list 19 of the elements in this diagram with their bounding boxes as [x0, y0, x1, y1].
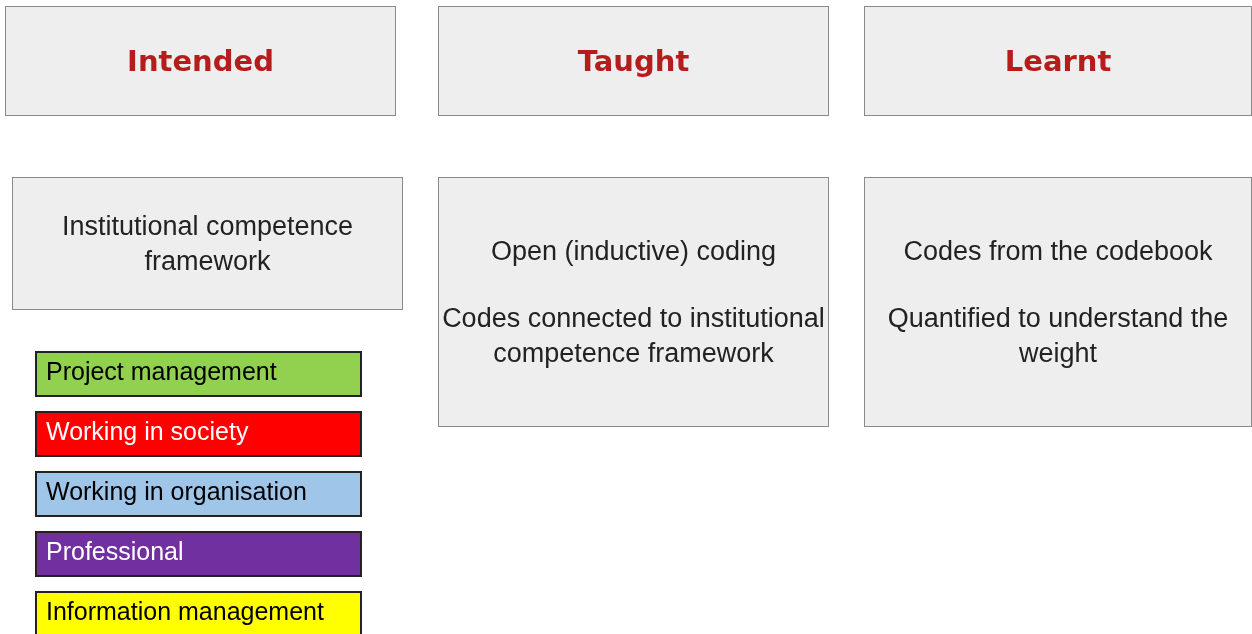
column-heading: Intended [127, 44, 274, 78]
text-box [864, 6, 1252, 116]
text-box [438, 177, 829, 427]
box-text: Quantified to understand the weight [886, 301, 1230, 370]
box-text: Codes from the codebook [903, 234, 1213, 268]
text-box [864, 177, 1252, 427]
box-text: Open (inductive) coding [490, 234, 777, 268]
legend-entry: Information management [35, 591, 362, 634]
legend-entry: Project management [35, 351, 362, 397]
legend-entry: Professional [35, 531, 362, 577]
box-text: Codes connected to institutional competence framework [441, 301, 826, 370]
legend-entry: Working in organisation [35, 471, 362, 517]
legend-entry: Working in society [35, 411, 362, 457]
text-box [12, 177, 403, 310]
text-box [5, 6, 396, 116]
text-box [438, 6, 829, 116]
column-heading: Learnt [1004, 44, 1112, 78]
column-heading: Taught [577, 44, 690, 78]
box-text: Institutional competence framework [60, 209, 355, 278]
